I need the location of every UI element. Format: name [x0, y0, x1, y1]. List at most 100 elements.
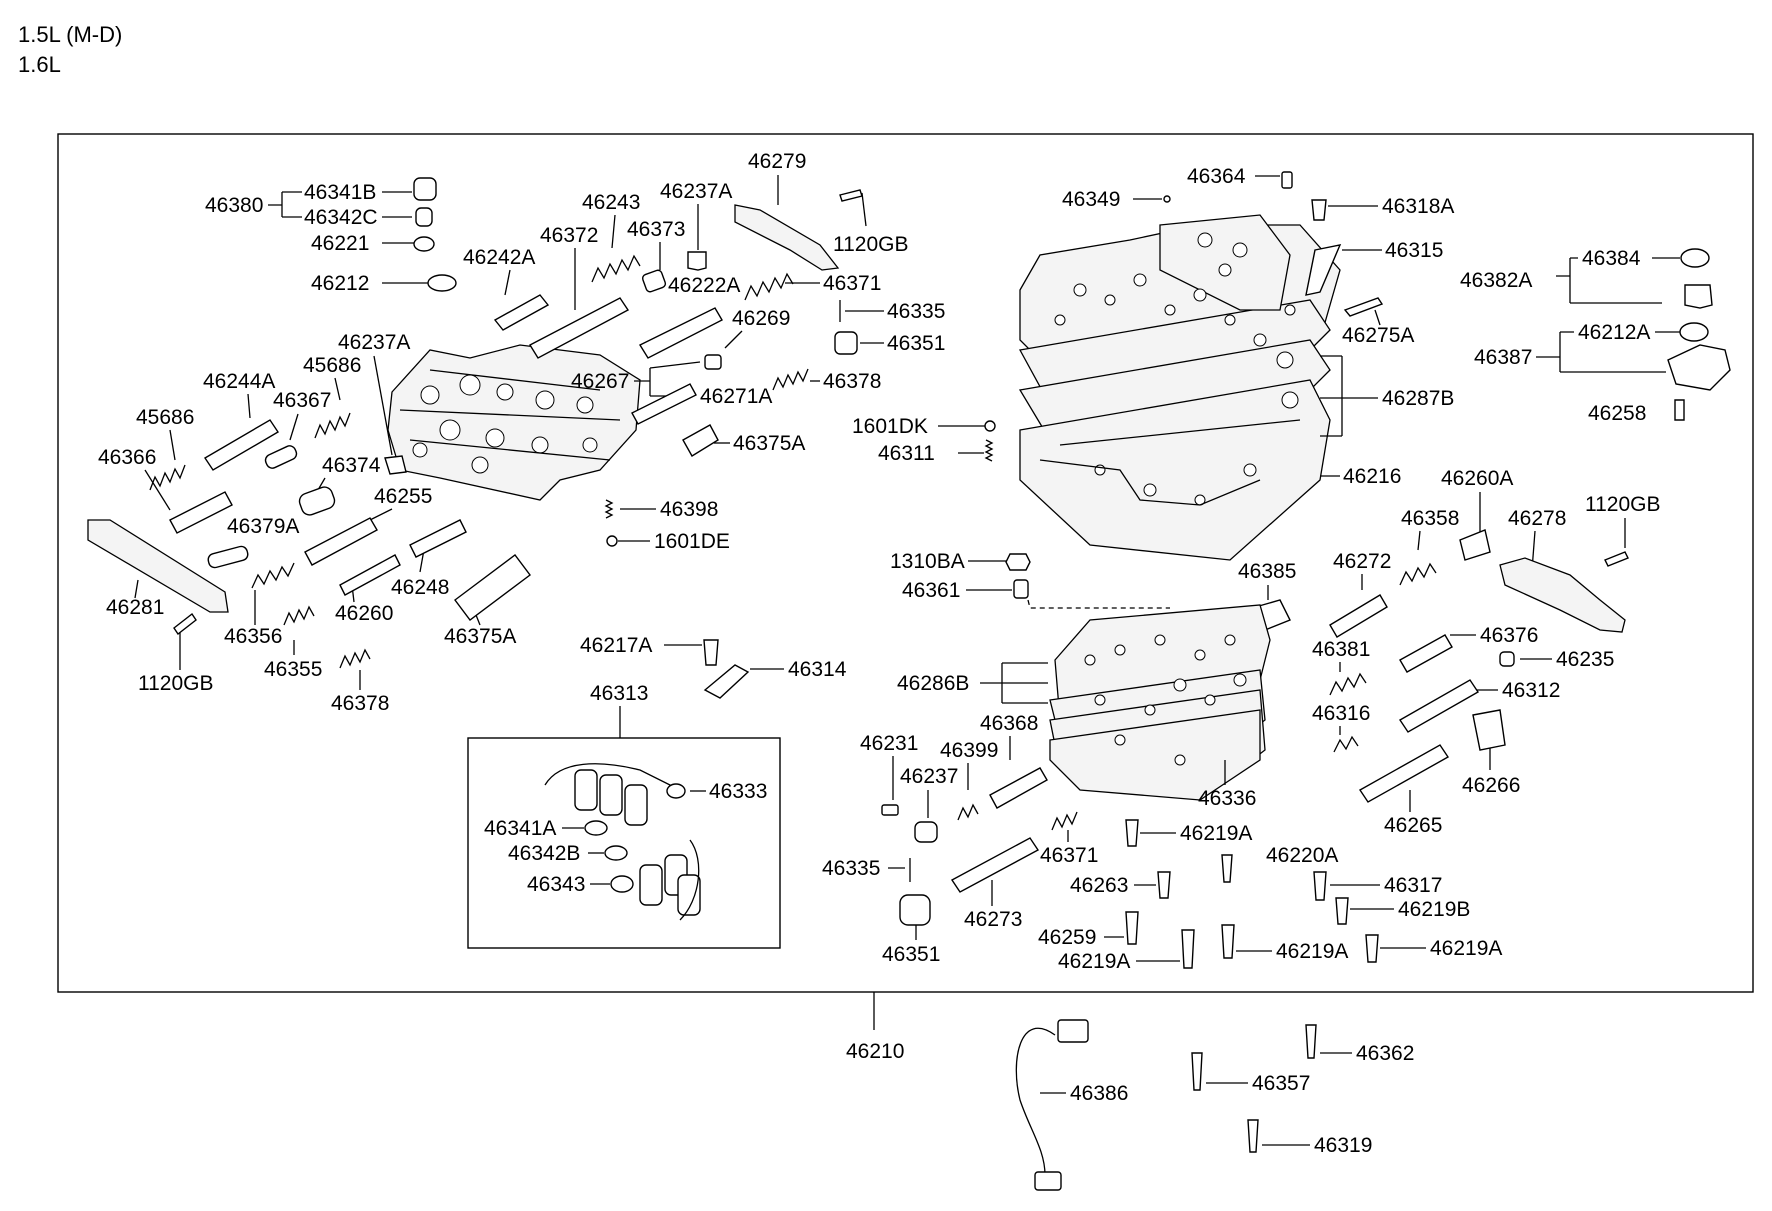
- sleeve-46374[interactable]: [297, 485, 336, 517]
- bolt-46263[interactable]: [1157, 871, 1171, 899]
- label-46371-top[interactable]: 46371: [823, 272, 881, 295]
- plug-46235[interactable]: [1499, 651, 1515, 667]
- spring-45686-b[interactable]: [149, 464, 186, 491]
- spring-46378-top[interactable]: [772, 368, 809, 391]
- label-46355[interactable]: 46355: [264, 658, 322, 681]
- label-46237[interactable]: 46237: [900, 765, 958, 788]
- spring-46358[interactable]: [1399, 562, 1437, 586]
- plate-46279[interactable]: [734, 204, 840, 271]
- label-46231[interactable]: 46231: [860, 732, 918, 755]
- label-46286B[interactable]: 46286B: [897, 672, 969, 695]
- spring-46378-bot[interactable]: [339, 648, 371, 669]
- label-46356[interactable]: 46356: [224, 625, 282, 648]
- bolt-46318A[interactable]: [1311, 199, 1327, 221]
- label-46210[interactable]: 46210: [846, 1040, 904, 1063]
- label-46380[interactable]: 46380: [205, 194, 263, 217]
- label-1120GB-left[interactable]: 1120GB: [138, 672, 214, 695]
- label-46278[interactable]: 46278: [1508, 507, 1566, 530]
- valve-46273[interactable]: [950, 837, 1040, 893]
- spring-46311[interactable]: [984, 439, 994, 462]
- seal-46341B[interactable]: [413, 177, 437, 201]
- bolt-46219B[interactable]: [1335, 897, 1349, 925]
- valve-46272[interactable]: [1329, 594, 1388, 638]
- label-46341A[interactable]: 46341A: [484, 817, 556, 840]
- label-46385[interactable]: 46385: [1238, 560, 1296, 583]
- label-46275A[interactable]: 46275A: [1342, 324, 1414, 347]
- bracket-46315[interactable]: [1305, 244, 1342, 296]
- label-46281[interactable]: 46281: [106, 596, 164, 619]
- label-46386[interactable]: 46386: [1070, 1082, 1128, 1105]
- wiring-harness-46386[interactable]: [1015, 1019, 1089, 1191]
- label-46287B[interactable]: 46287B: [1382, 387, 1454, 410]
- bolt-46219A-d[interactable]: [1181, 929, 1195, 969]
- label-46378-bot[interactable]: 46378: [331, 692, 389, 715]
- clip-46237A-top[interactable]: [687, 251, 707, 271]
- label-46263[interactable]: 46263: [1070, 874, 1128, 897]
- label-46260A[interactable]: 46260A: [1441, 467, 1513, 490]
- label-1601DK[interactable]: 1601DK: [852, 415, 928, 438]
- label-46220A[interactable]: 46220A: [1266, 844, 1338, 867]
- label-46243[interactable]: 46243: [582, 191, 640, 214]
- seal-46384[interactable]: [1680, 248, 1710, 268]
- spring-46356[interactable]: [251, 562, 295, 589]
- bolt-46219A-c[interactable]: [1365, 934, 1379, 963]
- valve-46368[interactable]: [989, 767, 1048, 809]
- bolt-1120GB-top[interactable]: [839, 189, 863, 202]
- bolt-46217A[interactable]: [703, 639, 719, 666]
- label-46219A-d[interactable]: 46219A: [1058, 950, 1130, 973]
- label-46333[interactable]: 46333: [709, 780, 767, 803]
- label-46357[interactable]: 46357: [1252, 1072, 1310, 1095]
- label-46216[interactable]: 46216: [1343, 465, 1401, 488]
- label-1310BA[interactable]: 1310BA: [890, 550, 965, 573]
- bolt-46258[interactable]: [1674, 399, 1685, 421]
- valve-46248[interactable]: [409, 519, 467, 558]
- label-46336[interactable]: 46336: [1198, 787, 1256, 810]
- spring-45686-a[interactable]: [314, 412, 351, 439]
- spring-46243[interactable]: [591, 254, 641, 283]
- bracket-46275A[interactable]: [1343, 297, 1384, 317]
- valve-46376[interactable]: [1399, 634, 1453, 673]
- spring-46316[interactable]: [1333, 735, 1359, 753]
- spring-46381[interactable]: [1329, 672, 1367, 696]
- label-46315[interactable]: 46315: [1385, 239, 1443, 262]
- oring-46333[interactable]: [666, 783, 686, 799]
- ball-1601DE[interactable]: [606, 535, 618, 547]
- label-46255[interactable]: 46255: [374, 485, 432, 508]
- label-46398[interactable]: 46398: [660, 498, 718, 521]
- plug-46364[interactable]: [1281, 171, 1293, 189]
- spring-46355[interactable]: [283, 605, 315, 626]
- label-45686-a[interactable]: 45686: [303, 354, 361, 377]
- label-46375A-top[interactable]: 46375A: [733, 432, 805, 455]
- label-46373[interactable]: 46373: [627, 218, 685, 241]
- washer-46221[interactable]: [413, 236, 435, 252]
- label-46319[interactable]: 46319: [1314, 1134, 1372, 1157]
- oring-46212A[interactable]: [1679, 322, 1709, 342]
- label-46342C[interactable]: 46342C: [304, 206, 378, 229]
- label-46237A-top[interactable]: 46237A: [660, 180, 732, 203]
- plug-46379A[interactable]: [207, 545, 249, 569]
- label-1120GB-right[interactable]: 1120GB: [1585, 493, 1661, 516]
- label-46349[interactable]: 46349: [1062, 188, 1120, 211]
- bolt-46219A-a[interactable]: [1125, 819, 1139, 847]
- label-46311[interactable]: 46311: [878, 442, 935, 465]
- bracket-46314[interactable]: [703, 664, 750, 699]
- valve-46255[interactable]: [304, 517, 378, 566]
- label-46361[interactable]: 46361: [902, 579, 960, 602]
- valve-46271A[interactable]: [631, 383, 697, 425]
- label-1120GB-top[interactable]: 1120GB: [833, 233, 909, 256]
- label-46372[interactable]: 46372: [540, 224, 598, 247]
- label-46267[interactable]: 46267: [571, 370, 629, 393]
- label-46371-bot[interactable]: 46371: [1040, 844, 1098, 867]
- seal-46342C[interactable]: [415, 207, 433, 227]
- bolt-46362[interactable]: [1305, 1024, 1317, 1059]
- solenoid-46313[interactable]: [544, 763, 701, 921]
- bolt-46259[interactable]: [1125, 911, 1139, 945]
- spring-46399[interactable]: [957, 803, 979, 821]
- plug-46375A-bot[interactable]: [454, 554, 531, 621]
- bolt-46317[interactable]: [1313, 871, 1327, 901]
- label-46258[interactable]: 46258: [1588, 402, 1646, 425]
- spring-46398[interactable]: [604, 499, 614, 519]
- fitting-46361[interactable]: [1013, 579, 1029, 599]
- label-46378-top[interactable]: 46378: [823, 370, 881, 393]
- bolt-46319[interactable]: [1247, 1119, 1259, 1153]
